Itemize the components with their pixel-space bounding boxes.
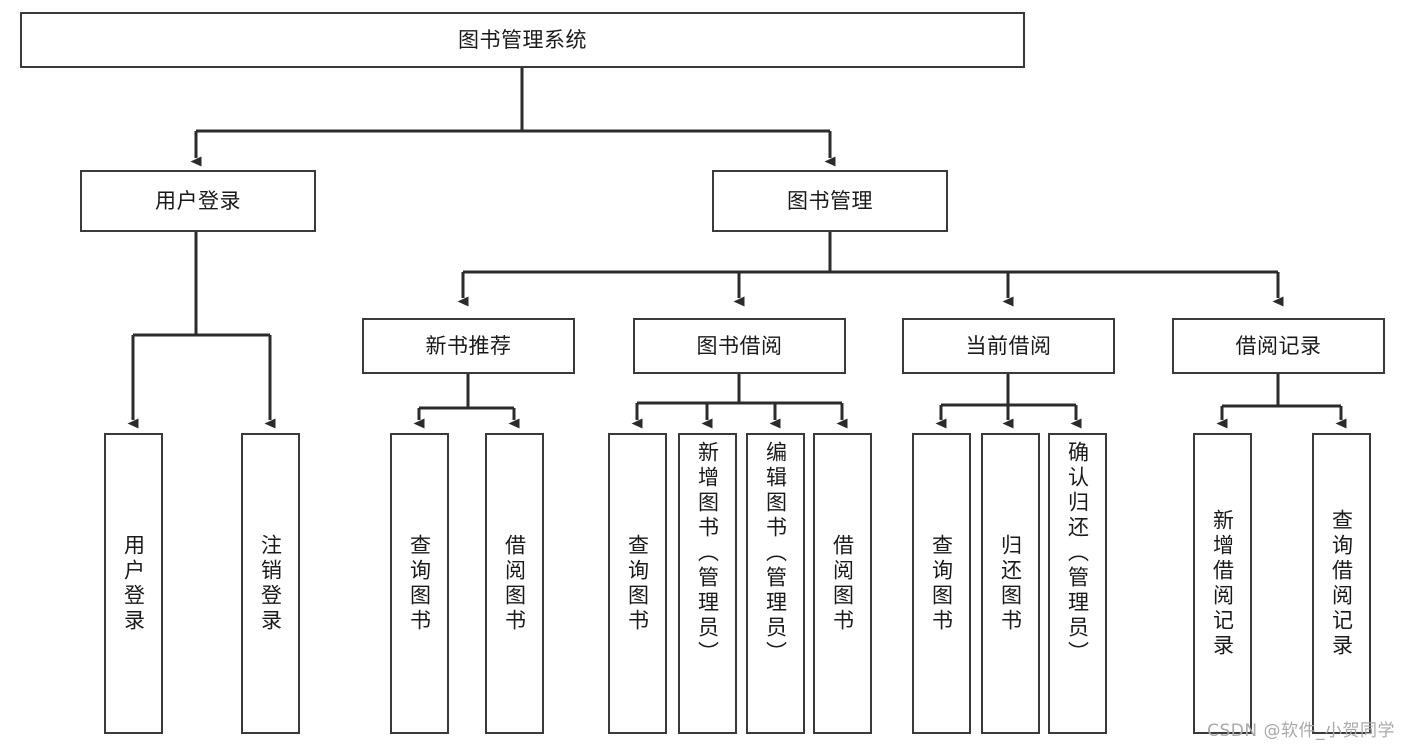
- node-book-management-label: 图书管理: [787, 188, 873, 213]
- leaf-borrow-add-book-label: 新增图书（管理员）: [695, 441, 720, 666]
- leaf-newbook-query-book[interactable]: 查询图书: [390, 433, 449, 734]
- node-book-borrow[interactable]: 图书借阅: [633, 318, 846, 374]
- leaf-borrow-borrow-book-label: 借阅图书: [830, 533, 855, 634]
- leaf-current-return-book-label: 归还图书: [998, 533, 1023, 634]
- leaf-current-query-book-label: 查询图书: [929, 533, 954, 634]
- leaf-logout[interactable]: 注销登录: [241, 433, 300, 734]
- node-current-borrow-label: 当前借阅: [965, 333, 1052, 358]
- leaf-user-login-label: 用户登录: [121, 533, 146, 634]
- node-root[interactable]: 图书管理系统: [20, 12, 1025, 68]
- node-user-login-label: 用户登录: [155, 188, 241, 213]
- leaf-borrow-add-book[interactable]: 新增图书（管理员）: [678, 433, 737, 734]
- leaf-current-return-book[interactable]: 归还图书: [981, 433, 1040, 734]
- node-book-borrow-label: 图书借阅: [696, 333, 783, 358]
- leaf-borrow-edit-book-label: 编辑图书（管理员）: [763, 441, 788, 666]
- leaf-logout-label: 注销登录: [258, 533, 283, 634]
- leaf-record-query-label: 查询借阅记录: [1329, 508, 1354, 659]
- leaf-record-query[interactable]: 查询借阅记录: [1312, 433, 1371, 734]
- leaf-borrow-edit-book[interactable]: 编辑图书（管理员）: [746, 433, 805, 734]
- node-book-management[interactable]: 图书管理: [712, 170, 948, 232]
- node-root-label: 图书管理系统: [458, 27, 587, 52]
- leaf-newbook-query-book-label: 查询图书: [407, 533, 432, 634]
- node-borrow-record[interactable]: 借阅记录: [1172, 318, 1385, 374]
- leaf-record-add-label: 新增借阅记录: [1210, 508, 1235, 659]
- node-current-borrow[interactable]: 当前借阅: [902, 318, 1115, 374]
- leaf-current-confirm-return-label: 确认归还（管理员）: [1065, 441, 1090, 666]
- leaf-borrow-query-book[interactable]: 查询图书: [608, 433, 667, 734]
- node-new-book-recommend-label: 新书推荐: [425, 333, 512, 358]
- node-borrow-record-label: 借阅记录: [1235, 333, 1322, 358]
- leaf-current-query-book[interactable]: 查询图书: [912, 433, 971, 734]
- csdn-watermark: CSDN @软件_小贺同学: [1207, 721, 1395, 741]
- leaf-newbook-borrow-book[interactable]: 借阅图书: [485, 433, 544, 734]
- node-new-book-recommend[interactable]: 新书推荐: [362, 318, 575, 374]
- leaf-borrow-borrow-book[interactable]: 借阅图书: [813, 433, 872, 734]
- leaf-borrow-query-book-label: 查询图书: [625, 533, 650, 634]
- leaf-record-add[interactable]: 新增借阅记录: [1193, 433, 1252, 734]
- leaf-user-login[interactable]: 用户登录: [104, 433, 163, 734]
- node-user-login[interactable]: 用户登录: [80, 170, 316, 232]
- leaf-current-confirm-return[interactable]: 确认归还（管理员）: [1048, 433, 1107, 734]
- leaf-newbook-borrow-book-label: 借阅图书: [502, 533, 527, 634]
